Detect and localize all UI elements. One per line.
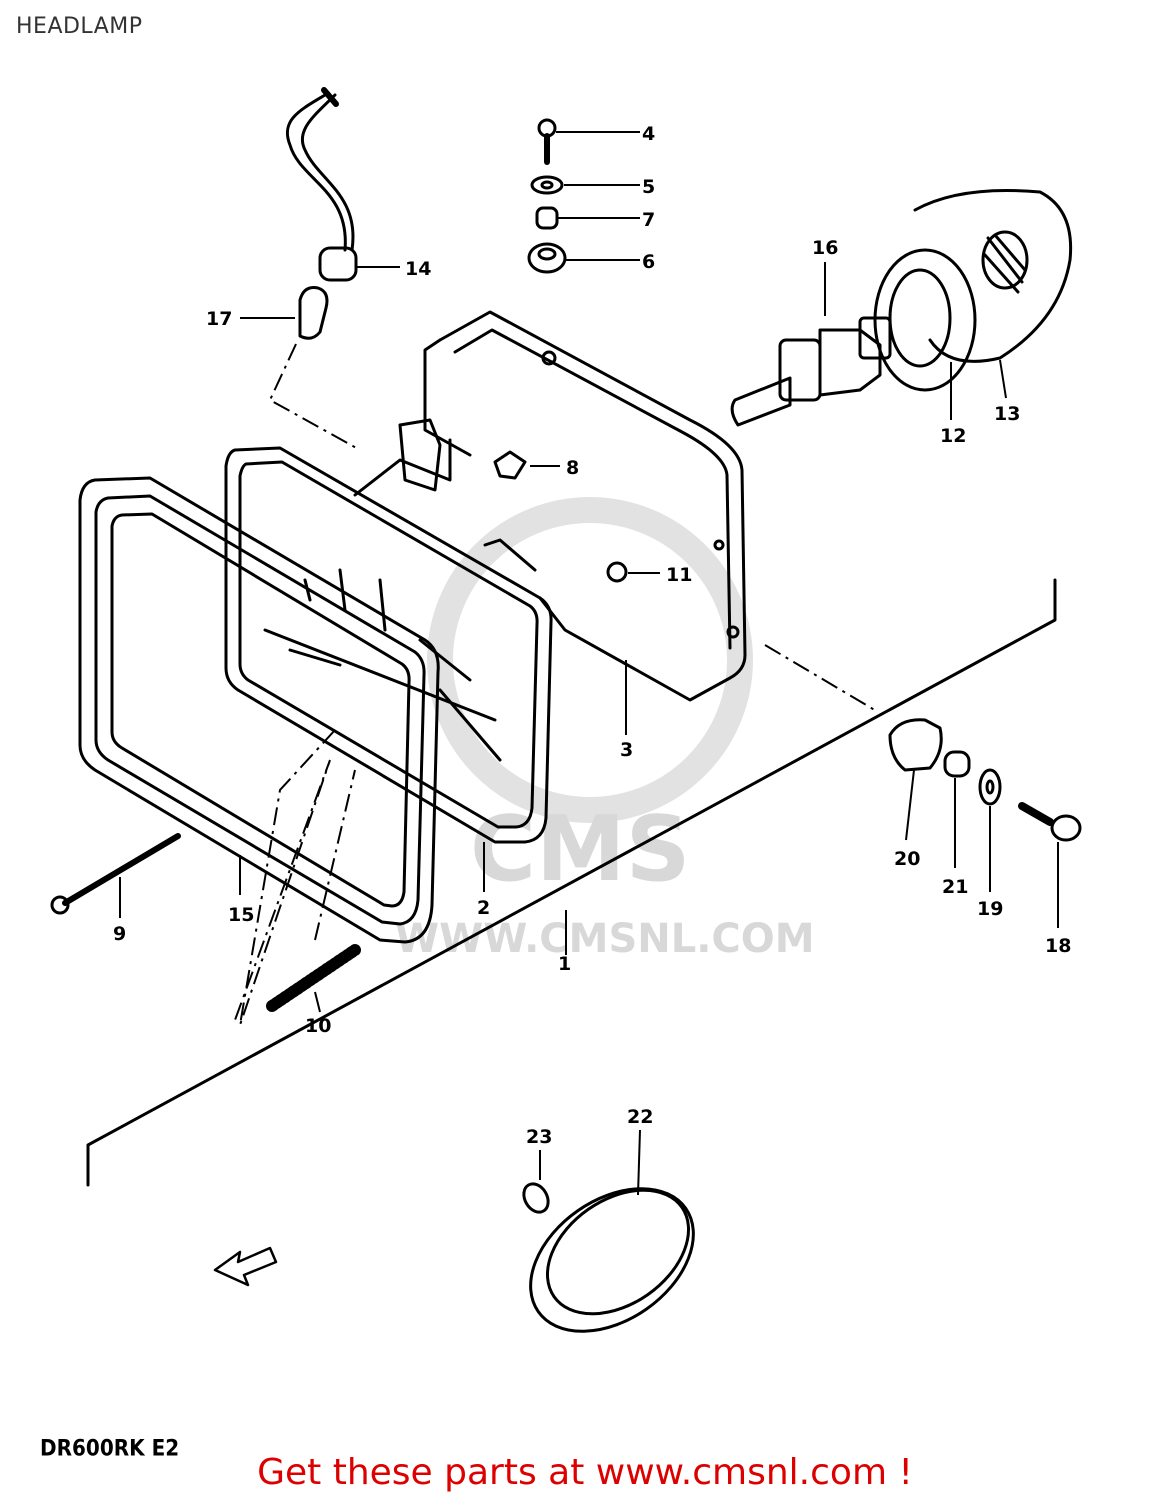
callout-1: 1 (558, 953, 571, 975)
assembly-frame (86, 578, 1057, 1187)
callout-19: 19 (977, 898, 1003, 920)
promo-link[interactable]: Get these parts at www.cmsnl.com ! (257, 1452, 913, 1493)
part-20-bushing (888, 718, 943, 772)
callout-5: 5 (642, 176, 655, 198)
callout-3: 3 (620, 739, 633, 761)
part-17-bulb (298, 286, 329, 340)
part-23-clip (522, 1182, 550, 1214)
callout-10: 10 (305, 1015, 331, 1037)
part-22-cap (529, 1187, 695, 1333)
page-title: HEADLAMP (16, 14, 143, 39)
watermark: CMS WWW.CMSNL.COM (395, 497, 815, 962)
part-8-clip (493, 450, 527, 480)
part-12-ring (873, 248, 977, 392)
callout-16: 16 (812, 237, 838, 259)
part-4-screw (537, 118, 557, 165)
callout-2: 2 (477, 897, 490, 919)
watermark-url: WWW.CMSNL.COM (395, 916, 815, 962)
callout-11: 11 (666, 564, 692, 586)
callout-12: 12 (940, 425, 966, 447)
leader-lines (119, 131, 1059, 1196)
callout-9: 9 (113, 923, 126, 945)
callout-6: 6 (642, 251, 655, 273)
part-16-halogen-bulb (730, 316, 892, 427)
part-15-rim (78, 476, 440, 944)
part-19-washer (978, 768, 1002, 806)
callout-23: 23 (526, 1126, 552, 1148)
part-18-bolt (1018, 802, 1082, 842)
callout-14: 14 (405, 258, 431, 280)
callout-21: 21 (942, 876, 968, 898)
part-21-spacer (943, 750, 971, 778)
part-9-adjust-screw (50, 833, 181, 915)
part-11-nut (606, 561, 628, 583)
part-3-housing (353, 310, 747, 702)
alignment-lines (234, 343, 879, 1026)
part-5-washer (530, 175, 564, 195)
callout-18: 18 (1045, 935, 1071, 957)
part-13-dust-cover (913, 189, 1073, 363)
model-code: DR600RK E2 (40, 1434, 180, 1462)
callout-22: 22 (627, 1106, 653, 1128)
callout-15: 15 (228, 904, 254, 926)
callout-labels: 4 5 7 6 14 17 16 12 13 8 11 3 20 21 19 1… (113, 123, 1071, 1148)
callout-17: 17 (206, 308, 232, 330)
callout-7: 7 (642, 209, 655, 231)
part-10-spring (266, 944, 361, 1012)
part-6-grommet (527, 242, 567, 274)
callout-13: 13 (994, 403, 1020, 425)
callout-20: 20 (894, 848, 920, 870)
front-arrow-icon (213, 1246, 278, 1287)
watermark-brand: CMS (470, 797, 690, 902)
part-7-collar (535, 206, 559, 230)
callout-8: 8 (566, 457, 579, 479)
part-14-socket (286, 87, 358, 282)
callout-4: 4 (642, 123, 655, 145)
